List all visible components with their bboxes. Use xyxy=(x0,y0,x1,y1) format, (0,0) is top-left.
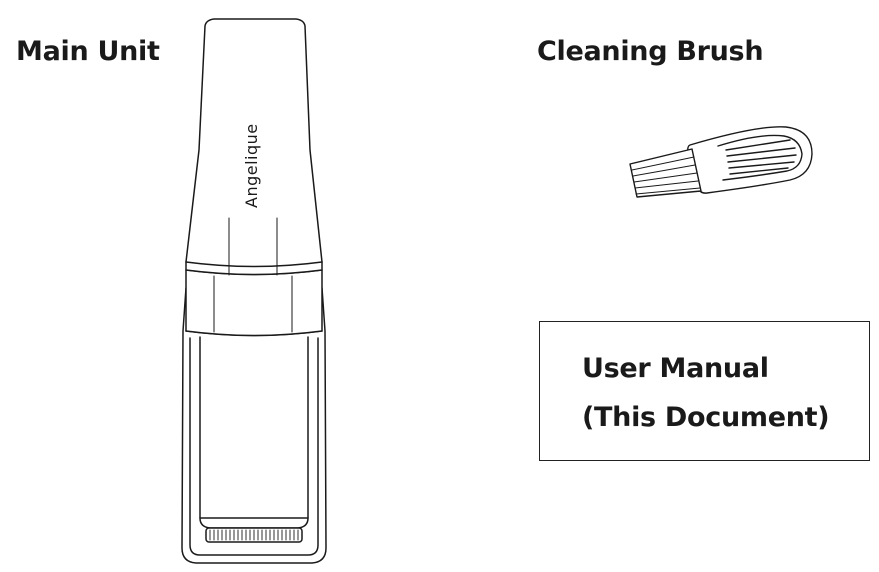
brand-text: Angelique xyxy=(242,123,261,208)
user-manual-subtitle: (This Document) xyxy=(582,402,830,433)
user-manual-box: User Manual (This Document) xyxy=(539,321,870,461)
cleaning-brush-illustration xyxy=(629,126,813,198)
user-manual-title: User Manual xyxy=(582,353,769,384)
main-unit-label: Main Unit xyxy=(16,36,160,67)
main-unit-illustration xyxy=(181,18,327,564)
cleaning-brush-label: Cleaning Brush xyxy=(537,36,764,67)
